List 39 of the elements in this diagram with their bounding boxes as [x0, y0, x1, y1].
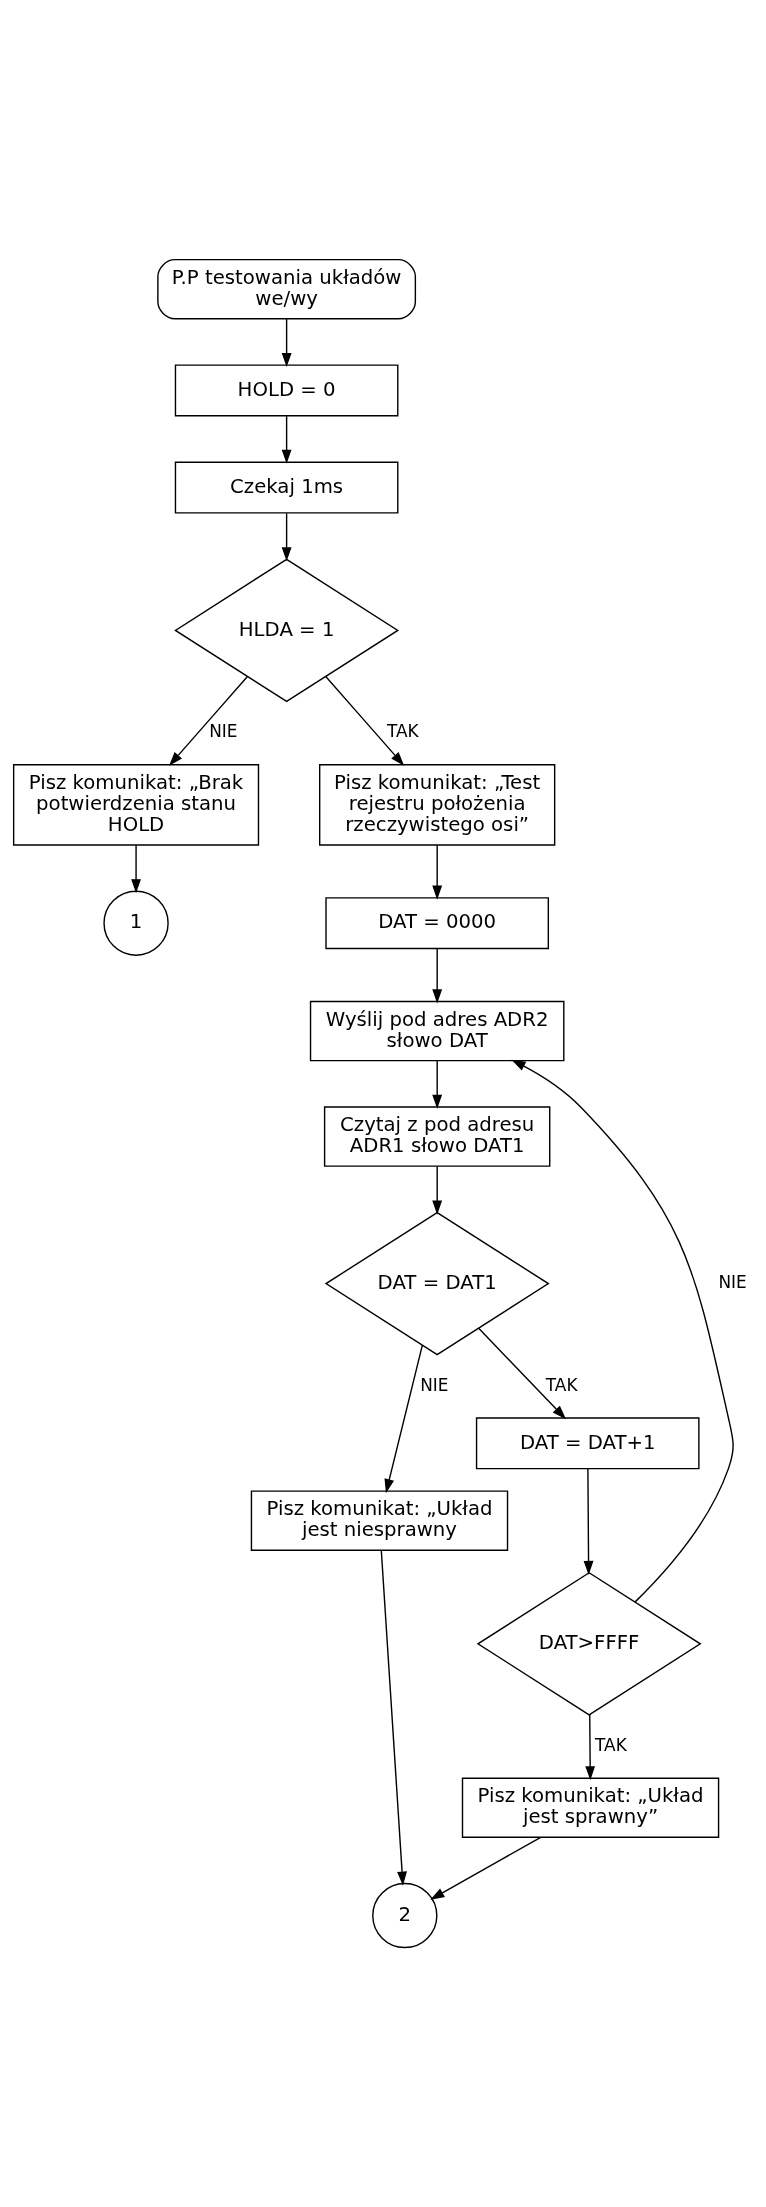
- node-box: Pisz komunikat: „Brak potwierdzenia stanu HOLD: [12, 764, 260, 846]
- node-box: P.P testowania układów we/wy: [157, 258, 417, 320]
- arrow: [384, 1344, 423, 1494]
- arrow: [281, 318, 292, 368]
- arrow: [281, 415, 292, 464]
- node-box: Pisz komunikat: „Test rejestru położenia rzeczywistego osi”: [318, 764, 556, 846]
- node-box: Wyślij pod adres ADR2 słowo DAT: [309, 1000, 565, 1062]
- node-circle: 2: [372, 1882, 438, 1949]
- arrow: [583, 1468, 594, 1575]
- arrow: [325, 675, 405, 766]
- node-box: Czytaj z pod adresu ADR1 słowo DAT1: [323, 1106, 551, 1167]
- arrow: [430, 1836, 541, 1900]
- node-box: DAT = 0000: [325, 897, 550, 950]
- node-diamond: HLDA = 1: [174, 558, 400, 703]
- arrow: [511, 1059, 734, 1603]
- node-box: Pisz komunikat: „Układ jest sprawny”: [461, 1777, 720, 1838]
- node-diamond: DAT>FFFF: [476, 1571, 702, 1716]
- edge-label: TAK: [595, 1734, 627, 1755]
- edge-label: TAK: [386, 721, 419, 742]
- edge-label: NIE: [420, 1374, 449, 1395]
- arrow: [432, 948, 443, 1004]
- node-box: Czekaj 1ms: [174, 461, 399, 514]
- arrow: [432, 1165, 443, 1215]
- arrow: [281, 512, 292, 562]
- node-box: Pisz komunikat: „Układ jest niesprawny: [250, 1490, 509, 1551]
- node-diamond: DAT = DAT1: [324, 1211, 550, 1356]
- edge-label: NIE: [209, 721, 238, 742]
- arrow: [585, 1714, 596, 1781]
- arrow: [131, 844, 141, 894]
- node-box: DAT = DAT+1: [475, 1417, 700, 1470]
- arrow: [380, 1549, 407, 1886]
- node-circle: 1: [103, 890, 169, 956]
- edge-label: NIE: [718, 1271, 747, 1292]
- node-box: HOLD = 0: [174, 364, 399, 417]
- arrow: [169, 675, 249, 766]
- arrow: [478, 1327, 567, 1420]
- arrow: [432, 844, 443, 900]
- arrow: [432, 1060, 443, 1109]
- edge-label: TAK: [545, 1374, 578, 1395]
